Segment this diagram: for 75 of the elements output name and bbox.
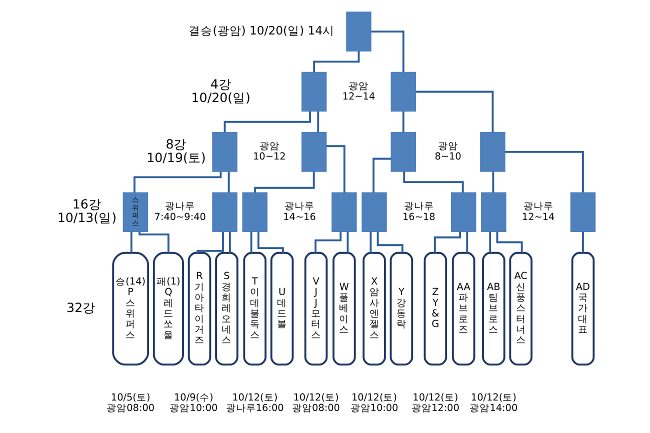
- node-box: V JJ모터스: [304, 252, 328, 366]
- connector: [492, 172, 494, 193]
- connector: [196, 232, 224, 253]
- label: 32강: [66, 300, 96, 316]
- node-box: [390, 72, 416, 112]
- connector: [402, 111, 404, 132]
- connector: [489, 232, 492, 253]
- node-box: [332, 192, 357, 232]
- label: 광나루 7:40~9:40: [154, 201, 206, 223]
- connector: [504, 150, 584, 192]
- label: 10/12(토) 광암08:00: [292, 392, 340, 414]
- connector: [130, 232, 132, 253]
- node-box: R 기아타이거즈: [188, 252, 212, 366]
- node-box: S 경희레오네스: [215, 252, 238, 366]
- node-box: X 암사엔젤스: [362, 252, 386, 366]
- node-box: 승(14) P 스위퍼스: [112, 252, 150, 366]
- label: 10/12(토) 광암10:00: [350, 392, 398, 414]
- connector: [254, 172, 315, 193]
- connector: [466, 232, 468, 253]
- connector: [326, 145, 346, 193]
- node-box: U 데드볼: [270, 252, 294, 366]
- connector: [370, 232, 372, 253]
- label: 10/5(토) 광암08:00: [106, 392, 155, 414]
- connector: [376, 232, 404, 253]
- node-box: [481, 192, 506, 232]
- connector: [346, 232, 349, 253]
- node-box: AC 신풍스터너스: [509, 252, 532, 366]
- connector: [228, 172, 230, 193]
- node-box: [301, 132, 327, 172]
- node-box: AA 파브로즈: [452, 252, 476, 366]
- connector: [224, 111, 311, 132]
- connector: [582, 232, 584, 253]
- node-box: [212, 192, 238, 232]
- label: 광나루 12~14: [522, 201, 555, 223]
- label: 10/12(토) 광암14:00: [470, 392, 518, 414]
- label: 10/12(토) 광암12:00: [411, 392, 460, 414]
- connector: [496, 232, 523, 253]
- node-box: W 풀베이스: [332, 252, 356, 366]
- node-box: [450, 192, 476, 232]
- node-box: AD 국가대표: [571, 252, 595, 366]
- connector: [250, 232, 252, 253]
- node-box: [480, 132, 506, 172]
- connector: [317, 111, 320, 132]
- node-box: [346, 12, 372, 52]
- node-box: 패(1) Q 레드쏘울: [152, 252, 184, 366]
- node-box: Y 강동락: [390, 252, 414, 366]
- label: 광나루 14~16: [283, 201, 316, 223]
- connector: [403, 172, 464, 193]
- label: 광암 12~14: [342, 80, 376, 103]
- label: 8강 10/19(토): [146, 136, 206, 166]
- connector: [313, 51, 360, 72]
- node-box: [570, 192, 596, 232]
- node-box: [390, 132, 416, 172]
- connector: [138, 232, 170, 253]
- node-box: Z Y&G: [424, 252, 448, 366]
- label: 광나루 16~18: [402, 201, 436, 223]
- node-box: [212, 132, 238, 172]
- connector: [416, 90, 494, 132]
- label: 10/9(수) 광암10:00: [170, 392, 218, 414]
- label: 10/12(토) 광나루16:00: [226, 392, 284, 414]
- node-box: AB 팀브로스: [482, 252, 506, 366]
- connector: [372, 158, 392, 193]
- connector: [228, 232, 231, 253]
- label: 광암 10~12: [253, 141, 286, 163]
- connector: [257, 232, 284, 253]
- node-box: T 이데불독스: [243, 252, 267, 366]
- label: 16강 10/13(일): [57, 196, 117, 226]
- node-box: [242, 192, 268, 232]
- node-label: 결승(광암) 10/20(일) 14시: [188, 24, 335, 38]
- label: 4강 10/20(일): [191, 76, 250, 105]
- node-box: [362, 192, 387, 232]
- connector: [314, 232, 342, 253]
- label: 광암 8~10: [434, 141, 462, 163]
- connector: [370, 30, 404, 72]
- node-box: [301, 72, 327, 112]
